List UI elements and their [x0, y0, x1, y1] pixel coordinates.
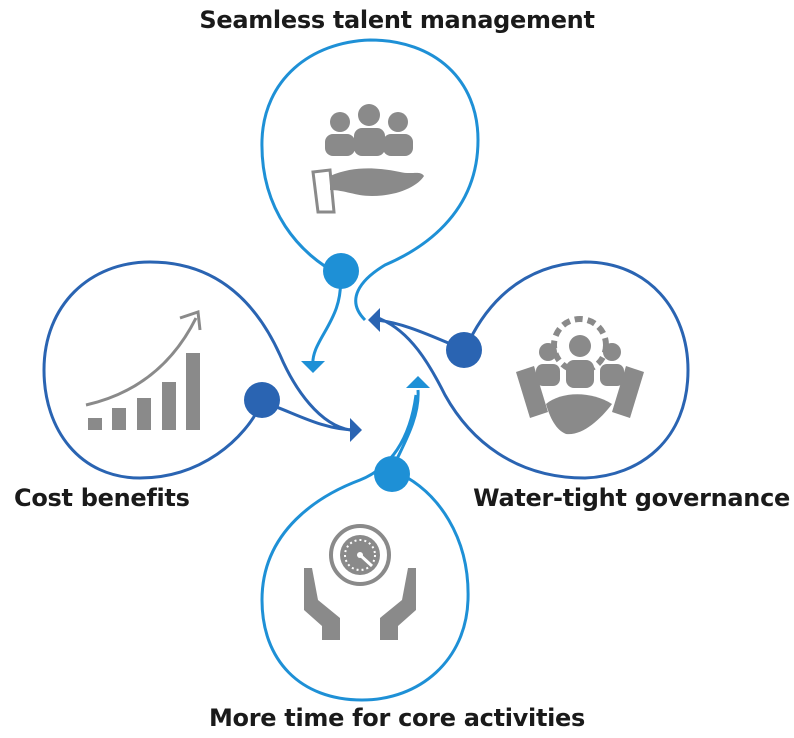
bottom-loop-dot: [374, 456, 410, 492]
people-in-hand-icon: [311, 104, 424, 214]
bottom-loop-arrow-icon: [406, 376, 430, 388]
growth-bar-chart-icon: [85, 309, 202, 430]
label-seamless-talent-management: Seamless talent management: [199, 6, 595, 34]
right-loop-arrow-icon: [368, 308, 380, 332]
label-cost-benefits: Cost benefits: [14, 484, 190, 512]
top-loop-arrow-icon: [301, 361, 325, 373]
right-loop-dot: [446, 332, 482, 368]
left-loop-dot: [244, 382, 280, 418]
top-loop-dot: [323, 253, 359, 289]
top-loop-path: [260, 38, 480, 367]
bottom-loop-path: [260, 389, 470, 702]
label-water-tight-governance: Water-tight governance: [473, 484, 790, 512]
clock-in-hands-icon: [304, 524, 416, 640]
label-more-time-for-core-activities: More time for core activities: [208, 704, 586, 732]
left-loop-arrow-icon: [350, 418, 362, 442]
handshake-team-icon: [516, 316, 644, 435]
